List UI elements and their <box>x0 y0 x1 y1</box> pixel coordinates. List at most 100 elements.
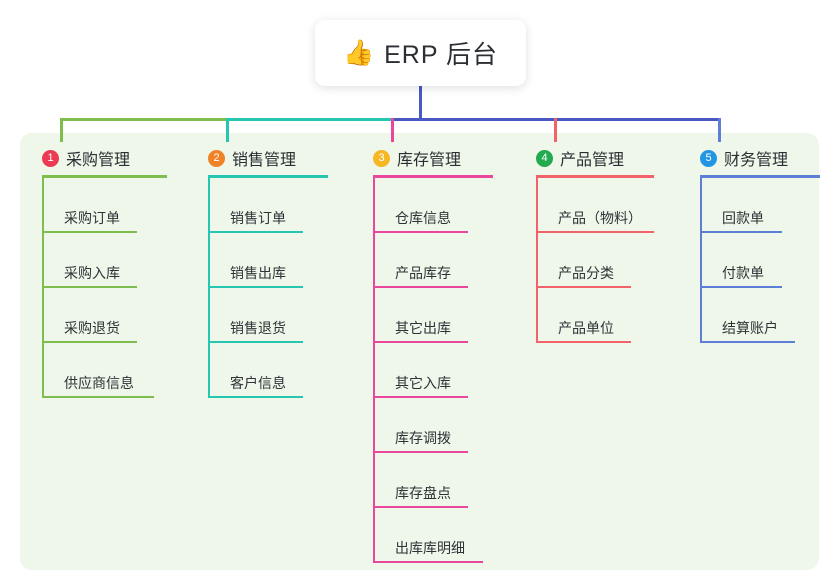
connector-drop-1 <box>60 118 63 142</box>
leaf-item-rule <box>373 396 468 398</box>
leaf-item[interactable]: 客户信息 <box>208 343 328 398</box>
leaf-item[interactable]: 采购入库 <box>42 233 167 288</box>
leaf-item-label: 采购入库 <box>64 265 120 281</box>
leaf-item[interactable]: 回款单 <box>700 178 820 233</box>
leaf-item[interactable]: 付款单 <box>700 233 820 288</box>
leaf-item-label: 采购订单 <box>64 210 120 226</box>
leaf-item-label: 销售订单 <box>230 210 286 226</box>
leaf-item-rule <box>373 286 468 288</box>
branch-spine-3 <box>373 178 375 563</box>
leaf-item[interactable]: 库存盘点 <box>373 453 493 508</box>
leaf-item-rule <box>208 231 303 233</box>
branch-header-rule-5 <box>700 175 820 178</box>
connector-drop-4 <box>554 118 557 142</box>
branch-badge-1: 1 <box>42 149 59 167</box>
leaf-item[interactable]: 出库库明细 <box>373 508 493 563</box>
root-stem <box>419 86 422 121</box>
leaf-list-1: 采购订单采购入库采购退货供应商信息 <box>42 178 167 398</box>
leaf-item-rule <box>700 286 782 288</box>
leaf-item-label: 产品库存 <box>395 265 451 281</box>
leaf-item[interactable]: 其它入库 <box>373 343 493 398</box>
leaf-item-rule <box>373 506 468 508</box>
leaf-item-label: 产品单位 <box>558 320 614 336</box>
leaf-item-label: 产品分类 <box>558 265 614 281</box>
leaf-item-rule <box>208 286 303 288</box>
leaf-item-rule <box>42 231 137 233</box>
leaf-item[interactable]: 其它出库 <box>373 288 493 343</box>
branch-title-4: 产品管理 <box>560 152 625 169</box>
leaf-item[interactable]: 仓库信息 <box>373 178 493 233</box>
branch-header-rule-1 <box>42 175 167 178</box>
leaf-item[interactable]: 结算账户 <box>700 288 820 343</box>
leaf-item-label: 仓库信息 <box>395 210 451 226</box>
leaf-item-rule <box>42 286 137 288</box>
connector-drop-3 <box>391 118 394 142</box>
branch-header-5[interactable]: 5 财务管理 <box>700 146 820 170</box>
leaf-list-2: 销售订单销售出库销售退货客户信息 <box>208 178 328 398</box>
leaf-item-rule <box>373 451 468 453</box>
leaf-item[interactable]: 采购退货 <box>42 288 167 343</box>
branch-header-rule-4 <box>536 175 654 178</box>
leaf-item-rule <box>536 286 631 288</box>
leaf-item[interactable]: 销售退货 <box>208 288 328 343</box>
leaf-item-label: 库存盘点 <box>395 485 451 501</box>
leaf-item-rule <box>42 341 137 343</box>
leaf-item[interactable]: 销售订单 <box>208 178 328 233</box>
branch-title-5: 财务管理 <box>724 152 789 169</box>
leaf-item[interactable]: 采购订单 <box>42 178 167 233</box>
leaf-item-rule <box>208 341 303 343</box>
leaf-item-rule <box>536 231 654 233</box>
leaf-item-label: 库存调拨 <box>395 430 451 446</box>
leaf-list-5: 回款单付款单结算账户 <box>700 178 820 343</box>
leaf-item-rule <box>373 561 483 563</box>
branch-title-2: 销售管理 <box>232 152 297 169</box>
leaf-list-3: 仓库信息产品库存其它出库其它入库库存调拨库存盘点出库库明细 <box>373 178 493 563</box>
leaf-item[interactable]: 产品单位 <box>536 288 654 343</box>
branch-spine-2 <box>208 178 210 398</box>
leaf-item[interactable]: 产品分类 <box>536 233 654 288</box>
root-node-title: ERP 后台 <box>384 41 499 69</box>
leaf-item-label: 付款单 <box>722 265 764 281</box>
leaf-item-label: 其它入库 <box>395 375 451 391</box>
leaf-item[interactable]: 销售出库 <box>208 233 328 288</box>
leaf-item-label: 出库库明细 <box>395 540 465 556</box>
leaf-item[interactable]: 产品（物料） <box>536 178 654 233</box>
connector-bar-seg-2 <box>226 118 391 121</box>
branch-spine-1 <box>42 178 44 398</box>
root-node[interactable]: 👍 ERP 后台 <box>315 20 526 86</box>
connector-drop-2 <box>226 118 229 142</box>
leaf-item-rule <box>373 231 468 233</box>
connector-bar-seg-1 <box>60 118 226 121</box>
leaf-item-rule <box>42 396 154 398</box>
branch-column-5: 5 财务管理回款单付款单结算账户 <box>700 146 820 343</box>
leaf-item[interactable]: 供应商信息 <box>42 343 167 398</box>
leaf-item-label: 产品（物料） <box>558 210 642 226</box>
leaf-list-4: 产品（物料） 产品分类产品单位 <box>536 178 654 343</box>
leaf-item-label: 供应商信息 <box>64 375 134 391</box>
leaf-item-rule <box>700 341 795 343</box>
leaf-item-label: 结算账户 <box>722 320 778 336</box>
branch-title-1: 采购管理 <box>66 152 131 169</box>
branch-header-rule-3 <box>373 175 493 178</box>
leaf-item-label: 回款单 <box>722 210 764 226</box>
branch-header-1[interactable]: 1 采购管理 <box>42 146 167 170</box>
leaf-item-rule <box>536 341 631 343</box>
leaf-item-rule <box>208 396 303 398</box>
leaf-item[interactable]: 产品库存 <box>373 233 493 288</box>
branch-title-3: 库存管理 <box>397 152 462 169</box>
diagram-background-panel <box>20 133 819 570</box>
leaf-item[interactable]: 库存调拨 <box>373 398 493 453</box>
leaf-item-label: 销售退货 <box>230 320 286 336</box>
branch-column-1: 1 采购管理采购订单采购入库采购退货供应商信息 <box>42 146 167 398</box>
branch-header-rule-2 <box>208 175 328 178</box>
branch-badge-5: 5 <box>700 149 717 167</box>
branch-spine-4 <box>536 178 538 343</box>
connector-drop-5 <box>718 118 721 142</box>
leaf-item-label: 客户信息 <box>230 375 286 391</box>
